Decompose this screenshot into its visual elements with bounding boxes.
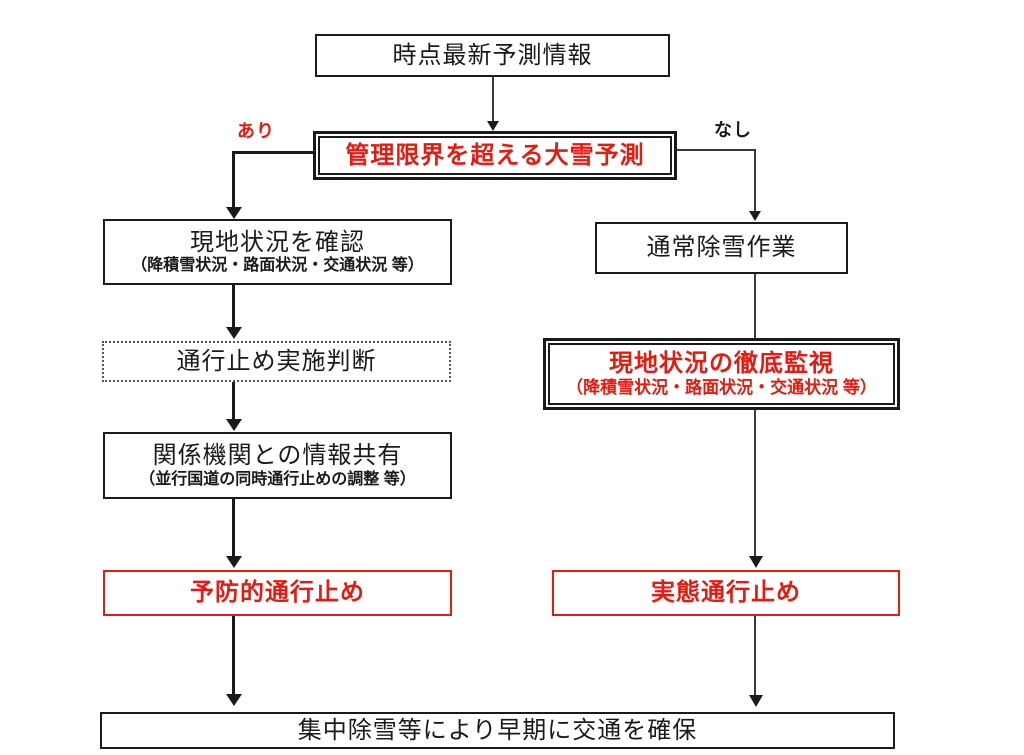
connector-check-to-decision2 xyxy=(232,285,235,328)
node-info-sharing-sublabel: （並行国道の同時通行止めの調整 等） xyxy=(139,470,416,488)
arrowhead-check-to-decision2 xyxy=(226,327,242,339)
node-actual-closure-label: 実態通行止め xyxy=(651,579,801,607)
node-heavy-snow-forecast: 管理限界を超える大雪予測 xyxy=(313,131,677,180)
node-forecast-info-label: 時点最新予測情報 xyxy=(392,41,593,69)
arrowhead-decision2-to-sharing xyxy=(226,419,242,431)
arrowhead-preventive-to-restore xyxy=(226,694,242,706)
node-info-sharing: 関係機関との情報共有 （並行国道の同時通行止めの調整 等） xyxy=(103,432,452,499)
node-traffic-restore: 集中除雪等により早期に交通を確保 xyxy=(100,712,895,749)
connector-no-vertical xyxy=(754,149,756,212)
node-site-monitoring-sublabel: （降積雪状況・路面状況・交通状況 等） xyxy=(566,377,877,397)
arrowhead-yes-branch xyxy=(226,207,242,219)
node-closure-decision: 通行止め実施判断 xyxy=(102,341,451,382)
arrowhead-sharing-to-preventive xyxy=(226,556,242,568)
node-normal-snow-removal-label: 通常除雪作業 xyxy=(646,234,797,262)
node-preventive-closure-label: 予防的通行止め xyxy=(190,579,365,607)
branch-label-yes: あり xyxy=(237,121,275,141)
arrowhead-forecast-to-decision xyxy=(487,121,499,131)
node-site-check-label: 現地状況を確認 xyxy=(190,228,365,256)
connector-yes-horizontal xyxy=(232,151,313,154)
node-heavy-snow-forecast-frame: 管理限界を超える大雪予測 xyxy=(318,136,672,175)
connector-sharing-to-preventive xyxy=(232,499,235,557)
node-actual-closure: 実態通行止め xyxy=(552,570,900,616)
arrowhead-actual-to-restore xyxy=(749,695,763,707)
node-site-check: 現地状況を確認 （降積雪状況・路面状況・交通状況 等） xyxy=(103,219,452,285)
connector-forecast-to-decision xyxy=(492,77,494,122)
arrowhead-monitoring-to-actual xyxy=(749,556,763,568)
connector-no-horizontal xyxy=(677,149,755,151)
connector-preventive-to-restore xyxy=(232,616,235,695)
node-site-monitoring-label: 現地状況の徹底監視 xyxy=(609,350,834,377)
node-preventive-closure: 予防的通行止め xyxy=(103,570,452,616)
connector-monitoring-to-actual xyxy=(754,410,756,557)
connector-removal-to-monitoring xyxy=(754,274,756,338)
node-info-sharing-label: 関係機関との情報共有 xyxy=(152,442,403,470)
node-forecast-info: 時点最新予測情報 xyxy=(315,34,670,77)
node-normal-snow-removal: 通常除雪作業 xyxy=(595,222,848,274)
node-traffic-restore-label: 集中除雪等により早期に交通を確保 xyxy=(297,716,698,744)
node-heavy-snow-forecast-label: 管理限界を超える大雪予測 xyxy=(345,141,645,169)
node-site-monitoring-frame: 現地状況の徹底監視 （降積雪状況・路面状況・交通状況 等） xyxy=(548,343,895,405)
arrowhead-no-branch xyxy=(749,211,761,221)
branch-label-no: なし xyxy=(714,120,752,140)
node-closure-decision-label: 通行止め実施判断 xyxy=(176,347,377,375)
node-site-check-sublabel: （降積雪状況・路面状況・交通状況 等） xyxy=(131,257,424,275)
node-site-monitoring: 現地状況の徹底監視 （降積雪状況・路面状況・交通状況 等） xyxy=(543,338,900,410)
connector-actual-to-restore xyxy=(754,616,756,696)
connector-decision2-to-sharing xyxy=(232,382,235,420)
connector-yes-vertical xyxy=(232,151,235,209)
